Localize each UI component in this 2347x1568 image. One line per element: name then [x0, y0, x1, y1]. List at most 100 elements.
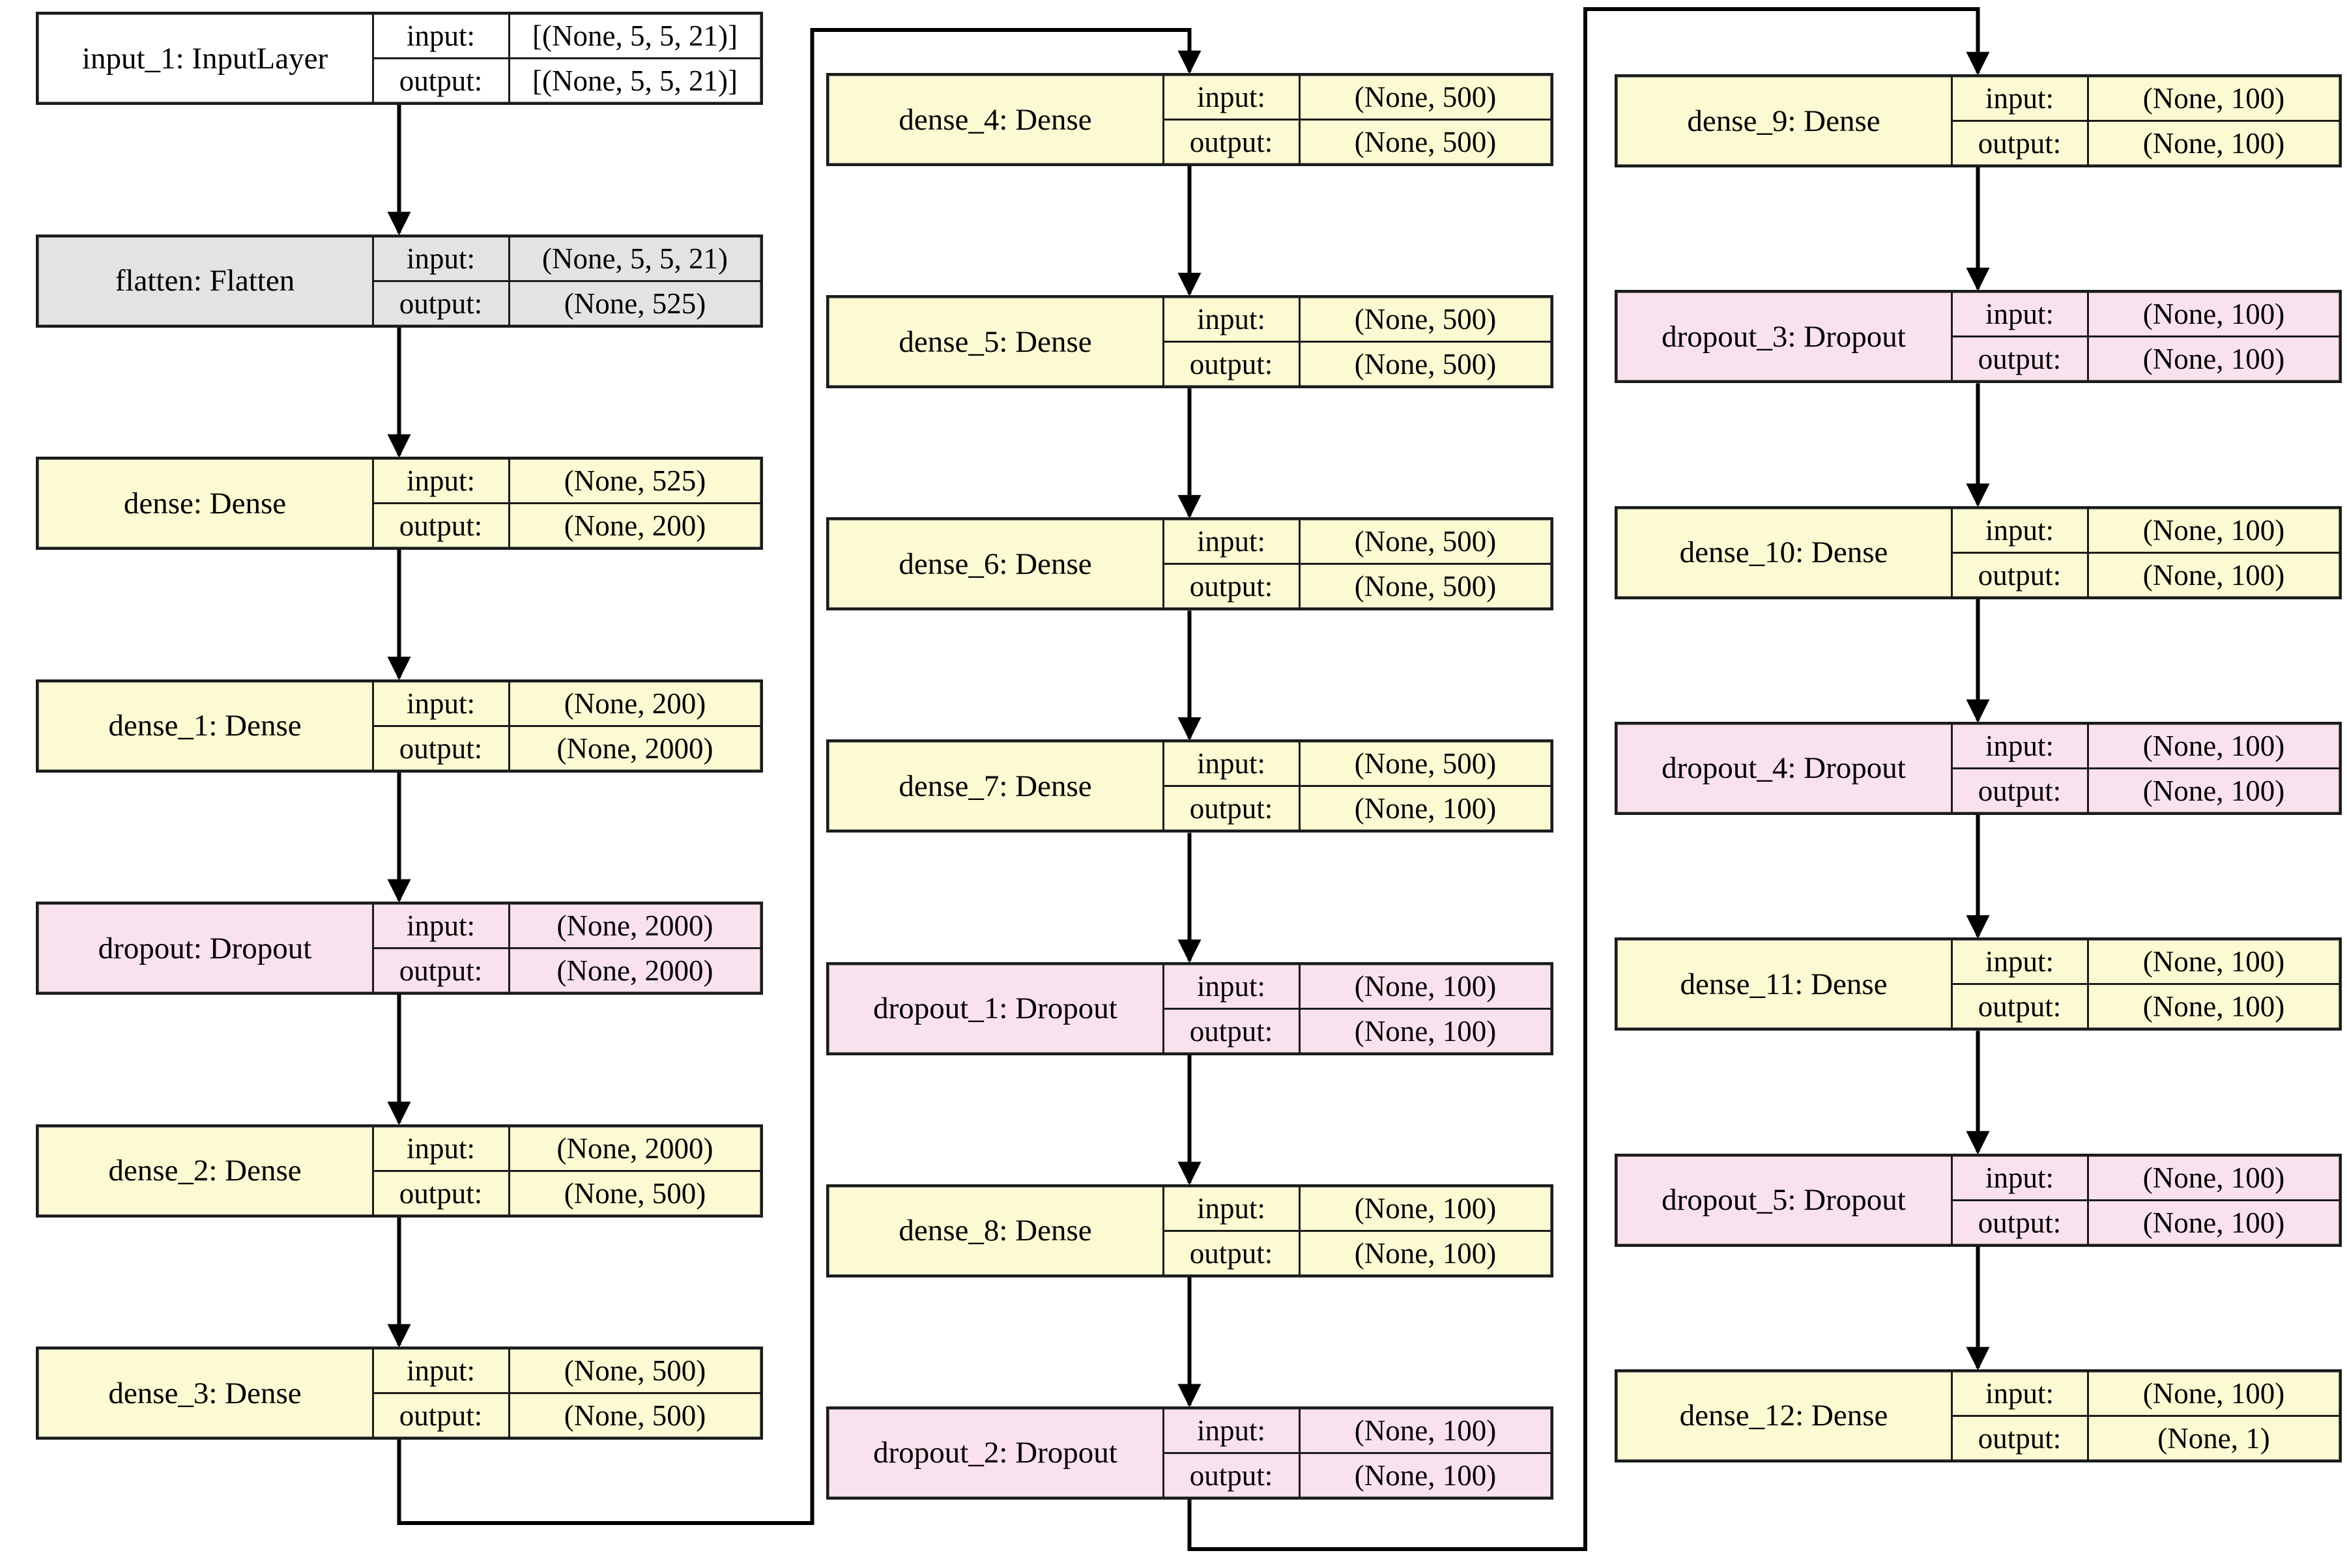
input-shape-value: (None, 100): [1354, 1191, 1497, 1225]
input-shape-value: (None, 100): [2142, 513, 2285, 547]
layer-io-table: input: (None, 100) output: (None, 100): [1952, 508, 2339, 597]
layer-name-label: dense_8: Dense: [829, 1186, 1164, 1275]
output-shape-value: (None, 2000): [556, 732, 713, 765]
output-key-label: output:: [1953, 1201, 2089, 1244]
output-key-label: output:: [1164, 787, 1301, 831]
layer-output-row: output: (None, 2000): [373, 724, 760, 770]
layer-name-label: flatten: Flatten: [38, 236, 374, 325]
output-key-label: output:: [374, 504, 510, 547]
layer-io-table: input: (None, 100) output: (None, 100): [1952, 292, 2339, 381]
layer-node: dense_11: Dense input: (None, 100) outpu…: [1614, 937, 2342, 1031]
output-shape-value: (None, 500): [564, 1399, 706, 1432]
layer-output-row: output: (None, 100): [1164, 1007, 1551, 1053]
layer-io-table: input: (None, 100) output: (None, 100): [1952, 77, 2339, 165]
input-key-label: input:: [1164, 964, 1301, 1008]
layer-io-table: input: (None, 100) output: (None, 100): [1952, 940, 2339, 1029]
output-key-label: output:: [1164, 343, 1301, 386]
input-shape-value: (None, 100): [2142, 298, 2285, 331]
layer-node: dropout: Dropout input: (None, 2000) out…: [35, 902, 763, 995]
output-key-label: output:: [374, 726, 510, 770]
layer-name-label: dropout_3: Dropout: [1617, 292, 1953, 381]
layer-input-row: input: (None, 500): [1164, 298, 1551, 341]
layer-node: dense_6: Dense input: (None, 500) output…: [826, 517, 1553, 611]
layer-node: dense_9: Dense input: (None, 100) output…: [1614, 74, 2342, 167]
input-key-label: input:: [1164, 298, 1301, 341]
output-shape-value: (None, 100): [2142, 558, 2285, 592]
output-shape-value: [(None, 5, 5, 21)]: [532, 64, 738, 97]
layer-input-row: input: (None, 100): [1164, 1186, 1551, 1230]
input-shape-value: (None, 2000): [556, 1132, 713, 1165]
layer-io-table: input: (None, 100) output: (None, 100): [1952, 1156, 2339, 1244]
layer-column-1: input_1: InputLayer input: [(None, 5, 5,…: [10, 12, 788, 1440]
layer-output-row: output: (None, 200): [373, 502, 760, 547]
layer-output-row: output: (None, 500): [1164, 119, 1551, 164]
layer-io-table: input: (None, 500) output: (None, 500): [1164, 76, 1551, 164]
layer-name-label: dropout_5: Dropout: [1617, 1156, 1953, 1244]
output-key-label: output:: [1164, 121, 1301, 164]
layer-node: dense_7: Dense input: (None, 500) output…: [826, 739, 1553, 833]
layer-input-row: input: (None, 100): [1953, 724, 2339, 767]
output-shape-value: (None, 2000): [556, 954, 713, 987]
layer-node: dense: Dense input: (None, 525) output: …: [35, 457, 763, 550]
output-shape-value: (None, 100): [2142, 1206, 2285, 1239]
input-key-label: input:: [1164, 76, 1301, 119]
input-key-label: input:: [374, 14, 510, 57]
input-key-label: input:: [374, 1126, 510, 1170]
layer-io-table: input: (None, 525) output: (None, 200): [373, 459, 760, 547]
output-key-label: output:: [1164, 1453, 1301, 1497]
layer-name-label: dense: Dense: [38, 459, 374, 547]
input-key-label: input:: [374, 236, 510, 280]
output-shape-value: (None, 500): [564, 1176, 706, 1210]
layer-node: dropout_2: Dropout input: (None, 100) ou…: [826, 1406, 1553, 1500]
layer-node: dense_3: Dense input: (None, 500) output…: [35, 1347, 763, 1440]
layer-input-row: input: (None, 500): [1164, 742, 1551, 786]
layer-output-row: output: (None, 525): [373, 279, 760, 325]
layer-name-label: dense_1: Dense: [38, 681, 374, 770]
layer-output-row: output: [(None, 5, 5, 21)]: [373, 57, 760, 102]
input-shape-value: (None, 500): [1354, 303, 1497, 336]
output-shape-value: (None, 500): [1354, 126, 1497, 158]
layer-output-row: output: (None, 500): [373, 1392, 760, 1437]
input-key-label: input:: [1164, 742, 1301, 786]
layer-node: dropout_5: Dropout input: (None, 100) ou…: [1614, 1153, 2342, 1247]
input-shape-value: (None, 200): [564, 687, 706, 720]
output-key-label: output:: [374, 1171, 510, 1215]
layer-output-row: output: (None, 500): [1164, 341, 1551, 386]
layer-io-table: input: (None, 500) output: (None, 500): [1164, 298, 1551, 386]
input-key-label: input:: [1164, 520, 1301, 563]
output-shape-value: (None, 525): [564, 287, 706, 320]
layer-name-label: dense_11: Dense: [1617, 940, 1953, 1029]
input-shape-value: (None, 500): [564, 1354, 706, 1387]
layer-name-label: dropout_1: Dropout: [829, 964, 1164, 1053]
layer-io-table: input: (None, 100) output: (None, 100): [1164, 1186, 1551, 1275]
layer-output-row: output: (None, 100): [1952, 983, 2339, 1029]
layer-input-row: input: (None, 100): [1953, 508, 2339, 552]
layer-node: dropout_3: Dropout input: (None, 100) ou…: [1614, 290, 2342, 384]
layer-node: dropout_1: Dropout input: (None, 100) ou…: [826, 962, 1553, 1055]
input-shape-value: (None, 525): [564, 464, 706, 497]
layer-name-label: dense_4: Dense: [829, 76, 1164, 164]
layer-io-table: input: (None, 2000) output: (None, 500): [373, 1126, 760, 1215]
output-key-label: output:: [1164, 565, 1301, 608]
layer-node: dense_10: Dense input: (None, 100) outpu…: [1614, 506, 2342, 599]
output-shape-value: (None, 100): [1354, 1014, 1497, 1048]
output-shape-value: (None, 100): [2142, 127, 2285, 160]
layer-input-row: input: [(None, 5, 5, 21)]: [374, 14, 760, 57]
input-shape-value: (None, 100): [1354, 1414, 1497, 1447]
layer-node: dense_4: Dense input: (None, 500) output…: [826, 73, 1553, 166]
layer-io-table: input: (None, 500) output: (None, 500): [1164, 520, 1551, 608]
layer-node: dropout_4: Dropout input: (None, 100) ou…: [1614, 721, 2342, 815]
layer-io-table: input: (None, 100) output: (None, 100): [1164, 1408, 1551, 1497]
input-shape-value: (None, 2000): [556, 909, 713, 942]
input-shape-value: (None, 100): [2142, 729, 2285, 762]
layer-input-row: input: (None, 100): [1953, 77, 2339, 120]
input-key-label: input:: [374, 904, 510, 947]
output-key-label: output:: [1953, 985, 2089, 1029]
layer-input-row: input: (None, 500): [1164, 520, 1551, 563]
output-key-label: output:: [374, 281, 510, 325]
layer-node: dense_12: Dense input: (None, 100) outpu…: [1614, 1369, 2342, 1462]
output-shape-value: (None, 100): [2142, 343, 2285, 376]
layer-column-3: dense_9: Dense input: (None, 100) output…: [1614, 74, 2342, 1462]
output-key-label: output:: [1164, 1009, 1301, 1053]
output-shape-value: (None, 500): [1354, 570, 1497, 603]
